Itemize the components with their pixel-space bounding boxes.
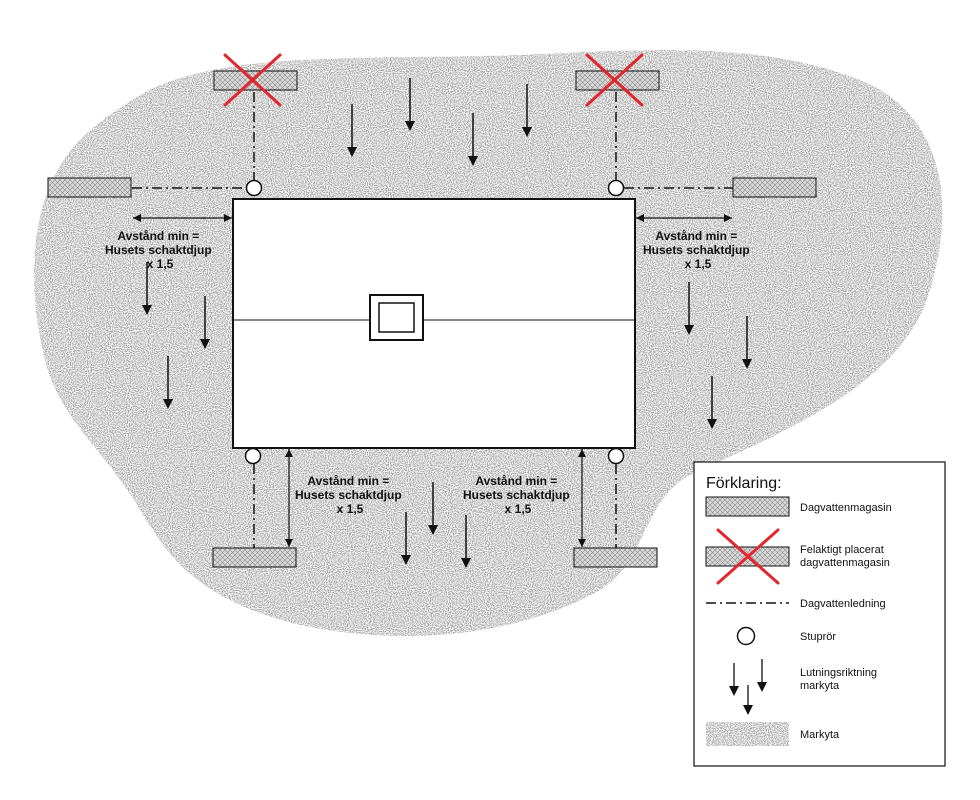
downpipe-bottom-left-icon [244,447,262,465]
legend-storage-label: Dagvattenmagasin [800,502,892,514]
legend-incorrect-label: Felaktigt placerat dagvattenmagasin [800,544,890,569]
storage-top-left-incorrect [213,70,298,91]
storage-bottom-left [212,547,297,568]
legend-pipe-label: Dagvattenledning [800,598,886,610]
chimney-inner [378,302,415,333]
legend-downpipe-icon [736,626,756,646]
legend-cross-icon [716,528,780,585]
legend-ground-label: Markyta [800,729,840,741]
downpipes [244,179,625,465]
legend: Förklaring: Dagvattenmagasin Felaktigt p… [693,461,946,767]
storage-left [47,177,132,198]
slope-arrows [142,78,752,568]
legend-storage-swatch [705,496,790,517]
cross-icon-top-right [585,53,644,107]
distance-label-left: Avstånd min = Husets schaktdjup x 1,5 [105,229,215,271]
legend-title: Förklaring: [706,475,782,492]
storage-bottom-right [573,547,658,568]
downpipe-top-left-icon [245,179,263,197]
legend-slope-arrows-icon [729,659,767,715]
legend-ground-swatch [706,722,789,746]
incorrect-cross-icons [223,53,644,107]
distance-label-bottom-right: Avstånd min = Husets schaktdjup x 1,5 [463,474,573,516]
downpipe-top-right-icon [607,179,625,197]
storage-right [732,177,817,198]
distance-dimensions [133,214,732,547]
distance-label-right: Avstånd min = Husets schaktdjup x 1,5 [643,229,753,271]
storage-top-right-incorrect [575,70,660,91]
legend-downpipe-label: Stuprör [800,631,836,643]
house-outline [232,198,636,449]
distance-label-bottom-left: Avstånd min = Husets schaktdjup x 1,5 [295,474,405,516]
cross-icon-top-left [223,53,282,107]
storage-units [47,70,817,568]
stormwater-pipes [132,92,734,548]
legend-slope-label: Lutningsriktning markyta [800,667,880,692]
downpipe-bottom-right-icon [607,447,625,465]
